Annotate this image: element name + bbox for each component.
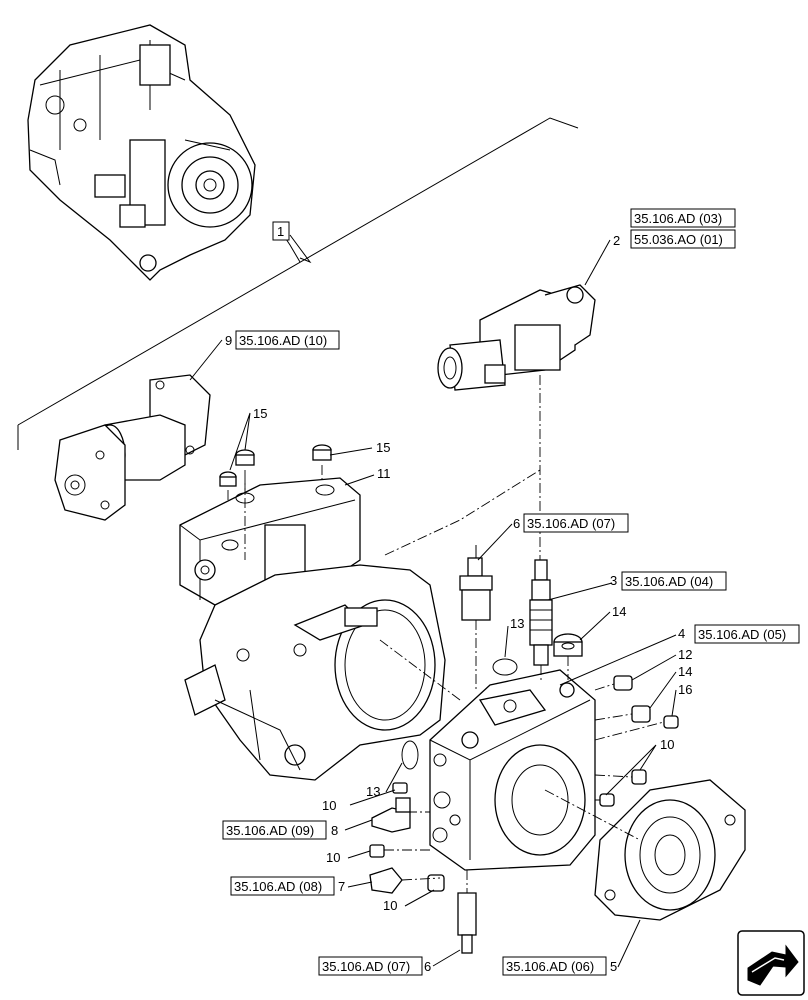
callout-1-number: 1 [277, 224, 284, 239]
part-14-plug-upper [553, 633, 583, 657]
part-2-solenoid-valve [437, 284, 596, 560]
section-divider [17, 117, 579, 450]
callout-6-upper: 6 35.106.AD (07) [513, 513, 629, 533]
callout-16-number: 16 [678, 682, 692, 697]
callout-4-number: 4 [678, 626, 685, 641]
callout-4-reference: 35.106.AD (05) [698, 627, 786, 642]
callout-8-number: 8 [331, 823, 338, 838]
callout-6-upper-reference: 35.106.AD (07) [527, 516, 615, 531]
callout-10a-number: 10 [660, 737, 674, 752]
callout-14a-number: 14 [612, 604, 626, 619]
leader-lines [189, 229, 677, 968]
callout-11-number: 11 [377, 466, 391, 481]
callout-6-lower: 35.106.AD (07) 6 [318, 956, 431, 976]
callout-8-reference: 35.106.AD (09) [226, 823, 314, 838]
callout-15a-number: 15 [253, 406, 267, 421]
callout-3-number: 3 [610, 573, 617, 588]
callout-10d-number: 10 [383, 898, 397, 913]
callout-2-reference-b: 55.036.AO (01) [634, 232, 723, 247]
part-3-spool-valve [529, 559, 553, 666]
part-4-pump-cover [429, 669, 596, 871]
callout-6-lower-number: 6 [424, 959, 431, 974]
callout-7-reference: 35.106.AD (08) [234, 879, 322, 894]
callout-5-number: 5 [610, 959, 617, 974]
callout-6-lower-reference: 35.106.AD (07) [322, 959, 410, 974]
part-6-sensor-upper [459, 545, 493, 621]
callout-5: 35.106.AD (06) 5 [502, 956, 617, 976]
callout-9: 9 35.106.AD (10) [225, 330, 340, 350]
left-side-plugs [369, 782, 477, 954]
callout-15b-number: 15 [376, 440, 390, 455]
callout-12-number: 12 [678, 647, 692, 662]
callout-7: 35.106.AD (08) 7 [230, 876, 345, 896]
callout-4: 4 35.106.AD (05) [678, 624, 800, 644]
callout-13b-number: 13 [366, 784, 380, 799]
callout-2: 2 35.106.AD (03) 55.036.AO (01) [613, 208, 736, 249]
part-13-o-rings [401, 658, 518, 770]
callout-2-number: 2 [613, 233, 620, 248]
next-page-arrow-icon[interactable] [737, 930, 805, 996]
assembly-guide-lines [244, 469, 569, 701]
callout-7-number: 7 [338, 879, 345, 894]
callout-3-reference: 35.106.AD (04) [625, 574, 713, 589]
callout-8: 35.106.AD (09) 8 [222, 820, 338, 840]
part-15-plugs [219, 444, 332, 540]
callout-10c-number: 10 [326, 850, 340, 865]
callout-2-reference-a: 35.106.AD (03) [634, 211, 722, 226]
callout-13a-number: 13 [510, 616, 524, 631]
main-pump-housing [184, 564, 446, 781]
callout-14b-number: 14 [678, 664, 692, 679]
part-9-drive-adaptor [54, 374, 211, 521]
callout-9-number: 9 [225, 333, 232, 348]
callout-6-upper-number: 6 [513, 516, 520, 531]
callout-10b-number: 10 [322, 798, 336, 813]
part-5-mounting-flange [544, 779, 746, 921]
callout-5-reference: 35.106.AD (06) [506, 959, 594, 974]
callout-3: 3 35.106.AD (04) [610, 571, 727, 591]
callout-1: 1 [272, 221, 290, 241]
callout-9-reference: 35.106.AD (10) [239, 333, 327, 348]
right-side-plugs [594, 675, 679, 807]
overview-pump-assembly [27, 24, 256, 281]
